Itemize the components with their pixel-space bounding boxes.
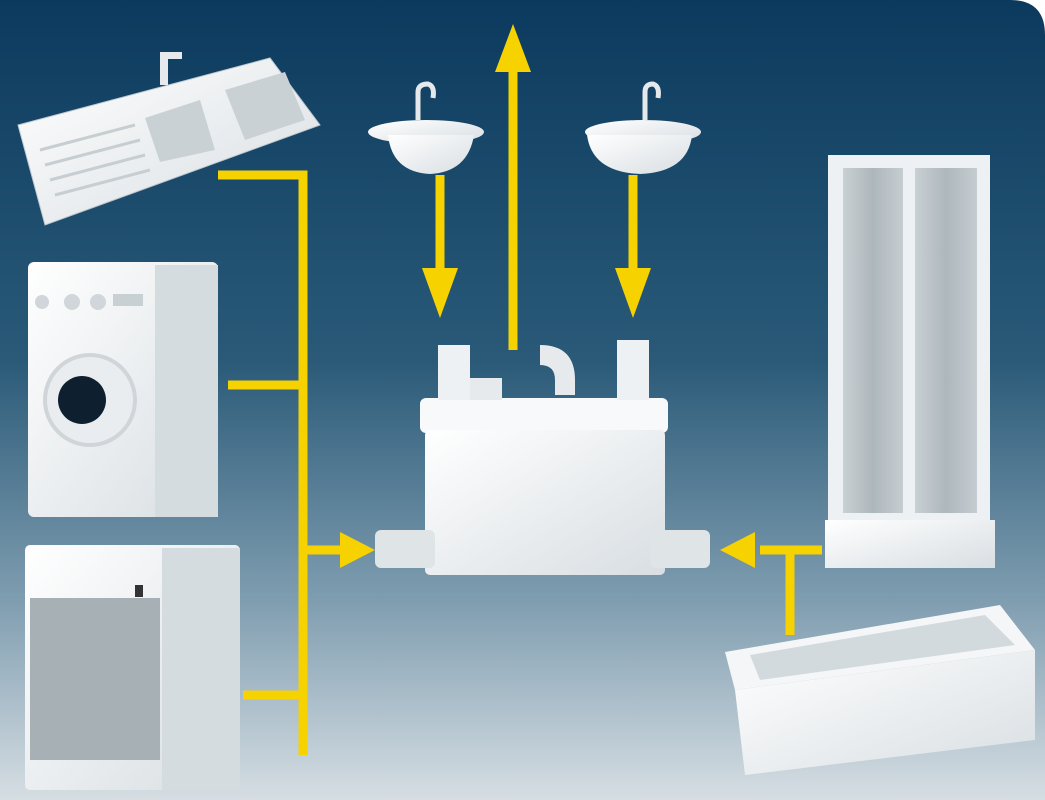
flow-arrow-icon [340,24,755,568]
shower-cabin-icon [825,155,995,568]
dishwasher-icon [25,545,240,790]
pump-unit-icon [375,340,710,575]
flow-lines [218,70,822,755]
kitchen-sink-icon [17,52,321,226]
wash-basin-icon [368,81,484,174]
washing-machine-icon [28,262,218,517]
bathtub-icon [725,605,1035,775]
wash-basin-icon [585,81,701,174]
